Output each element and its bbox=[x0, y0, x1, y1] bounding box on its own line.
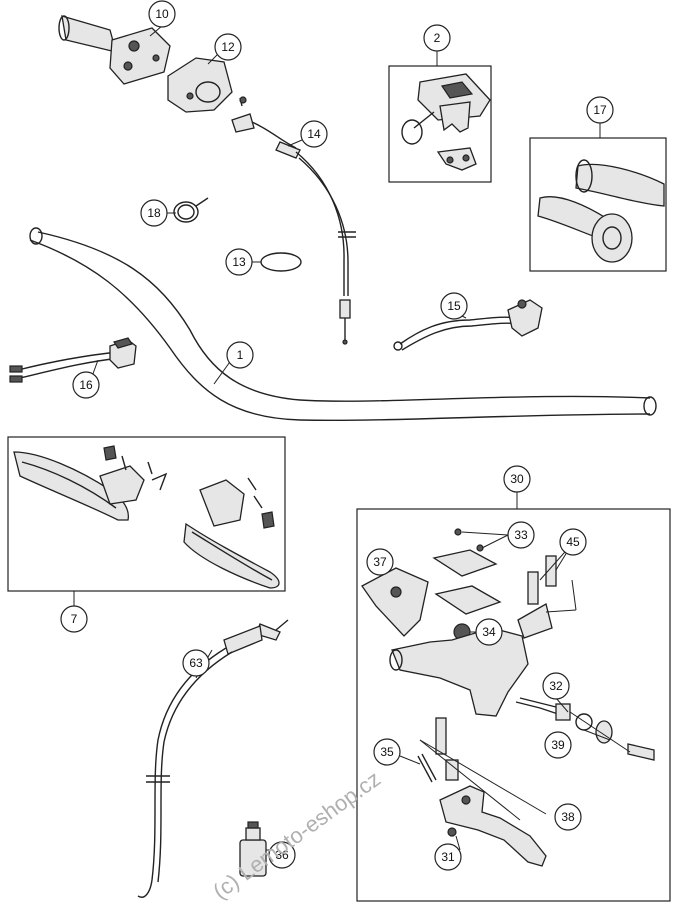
svg-text:33: 33 bbox=[514, 528, 528, 542]
svg-text:37: 37 bbox=[373, 555, 387, 569]
svg-text:38: 38 bbox=[561, 810, 575, 824]
kit-frame-2 bbox=[388, 65, 492, 183]
throttle-cable-part bbox=[231, 96, 356, 345]
throttle-grip-part bbox=[58, 15, 171, 85]
kit-frame-17 bbox=[529, 137, 667, 272]
svg-text:36: 36 bbox=[275, 848, 289, 862]
callout-12: 12 bbox=[214, 33, 242, 61]
svg-text:12: 12 bbox=[221, 40, 235, 54]
callout-7: 7 bbox=[60, 605, 88, 633]
callout-35: 35 bbox=[373, 738, 401, 766]
kill-switch-cable-part bbox=[393, 299, 543, 351]
callout-14: 14 bbox=[300, 120, 328, 148]
svg-text:7: 7 bbox=[71, 612, 78, 626]
throttle-cover-part bbox=[167, 57, 233, 113]
svg-text:14: 14 bbox=[307, 127, 321, 141]
callout-10: 10 bbox=[148, 0, 176, 28]
kit-frame-7 bbox=[7, 436, 286, 592]
svg-text:32: 32 bbox=[549, 679, 563, 693]
svg-text:35: 35 bbox=[380, 745, 394, 759]
svg-text:63: 63 bbox=[189, 656, 203, 670]
svg-text:18: 18 bbox=[147, 206, 161, 220]
leader-lines bbox=[73, 25, 631, 851]
oil-bottle-part bbox=[239, 821, 267, 877]
o-ring-part bbox=[260, 252, 302, 272]
cable-tie-part bbox=[173, 197, 209, 223]
kit-frame-30 bbox=[356, 508, 671, 902]
svg-text:16: 16 bbox=[79, 378, 93, 392]
svg-text:17: 17 bbox=[593, 103, 607, 117]
start-button-part bbox=[9, 337, 137, 383]
svg-text:30: 30 bbox=[510, 472, 524, 486]
callout-13: 13 bbox=[225, 248, 253, 276]
callout-33: 33 bbox=[507, 521, 535, 549]
clutch-master-cylinder-part bbox=[361, 528, 655, 867]
handlebar-part bbox=[29, 227, 657, 422]
watermark-text: (c) Lemoto-eshop.cz bbox=[208, 766, 385, 904]
callout-2: 2 bbox=[423, 24, 451, 52]
handguards-part bbox=[13, 445, 280, 589]
callout-31: 31 bbox=[434, 843, 462, 871]
svg-text:31: 31 bbox=[441, 850, 455, 864]
callout-30: 30 bbox=[503, 465, 531, 493]
callout-17: 17 bbox=[586, 96, 614, 124]
svg-text:34: 34 bbox=[482, 625, 496, 639]
svg-text:13: 13 bbox=[232, 255, 246, 269]
svg-text:45: 45 bbox=[566, 535, 580, 549]
svg-text:39: 39 bbox=[551, 738, 565, 752]
switch-part bbox=[401, 73, 491, 171]
svg-text:10: 10 bbox=[155, 7, 169, 21]
callout-39: 39 bbox=[544, 731, 572, 759]
svg-text:1: 1 bbox=[237, 348, 244, 362]
callout-15: 15 bbox=[440, 292, 468, 320]
svg-text:2: 2 bbox=[434, 31, 441, 45]
callout-16: 16 bbox=[72, 371, 100, 399]
grips-part bbox=[537, 159, 665, 263]
callout-38: 38 bbox=[554, 803, 582, 831]
callout-45: 45 bbox=[559, 528, 587, 556]
callout-34: 34 bbox=[475, 618, 503, 646]
callout-1: 1 bbox=[226, 341, 254, 369]
callout-63: 63 bbox=[182, 649, 210, 677]
callout-36: 36 bbox=[268, 841, 296, 869]
callout-32: 32 bbox=[542, 672, 570, 700]
callout-18: 18 bbox=[140, 199, 168, 227]
callout-37: 37 bbox=[366, 548, 394, 576]
svg-text:15: 15 bbox=[447, 299, 461, 313]
